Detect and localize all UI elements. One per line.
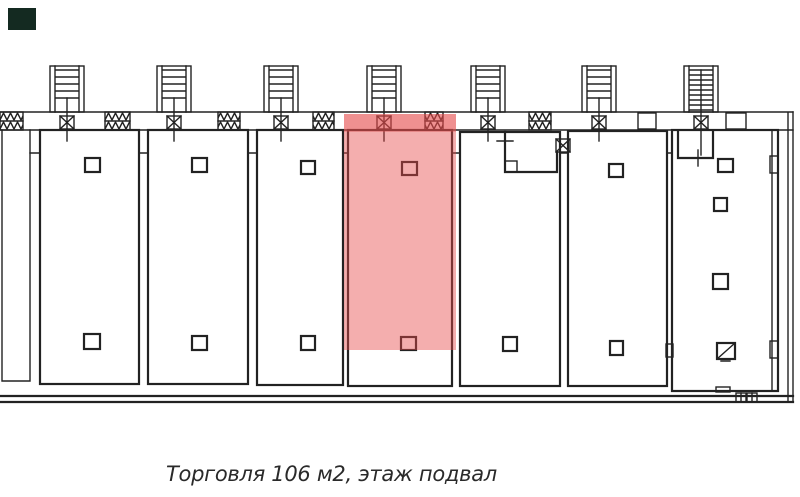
stair-bays <box>49 65 719 156</box>
vestibule-unit-5 <box>496 130 571 174</box>
highlight-overlay[interactable] <box>344 114 456 350</box>
unit-room-1 <box>38 128 141 386</box>
vent-squares <box>82 156 737 362</box>
stair-bay-staircase <box>683 65 719 156</box>
unit-room-5 <box>458 130 562 388</box>
vent-square <box>83 156 102 174</box>
hatched-square <box>715 341 737 362</box>
unit-room-4-highlighted <box>346 128 454 388</box>
vent-square <box>82 332 102 351</box>
vent-square <box>399 335 418 352</box>
wall-pier <box>725 112 747 130</box>
caption: Торговля 106 м2, этаж подвал <box>166 462 497 486</box>
unit-room-3 <box>255 128 345 387</box>
unit-room-2 <box>146 128 250 386</box>
vent-square <box>299 159 317 176</box>
wall-niche <box>769 155 779 174</box>
vent-square <box>299 334 317 352</box>
wall-niche <box>769 340 779 359</box>
vent-square <box>190 334 209 352</box>
unit-room-sliver <box>1 129 31 382</box>
vent-square <box>712 196 729 213</box>
highlight-overlay-top-strip <box>344 114 456 132</box>
logo-mark <box>8 8 36 30</box>
vent-square <box>400 160 419 177</box>
door-symbol <box>735 392 758 403</box>
vent-square <box>716 157 735 174</box>
vent-square <box>607 162 625 179</box>
insulation-block <box>528 111 552 131</box>
insulation-block <box>0 111 24 131</box>
vestibule-unit-7 <box>676 129 715 167</box>
unit-room-7 <box>670 128 780 393</box>
exterior-wall-right <box>787 111 794 403</box>
unit-room-6 <box>566 129 669 388</box>
wall-bump <box>715 386 731 393</box>
wall-niche <box>665 343 674 358</box>
insulation-block <box>217 111 241 131</box>
exterior-wall-bottom <box>0 386 795 404</box>
insulation-block <box>312 111 335 131</box>
vent-square <box>711 272 730 291</box>
vent-square <box>190 156 209 174</box>
wall-pier <box>637 112 657 130</box>
vent-square <box>608 339 625 357</box>
vent-square <box>501 335 519 353</box>
unit-rooms <box>1 128 780 393</box>
insulation-block <box>104 111 131 131</box>
